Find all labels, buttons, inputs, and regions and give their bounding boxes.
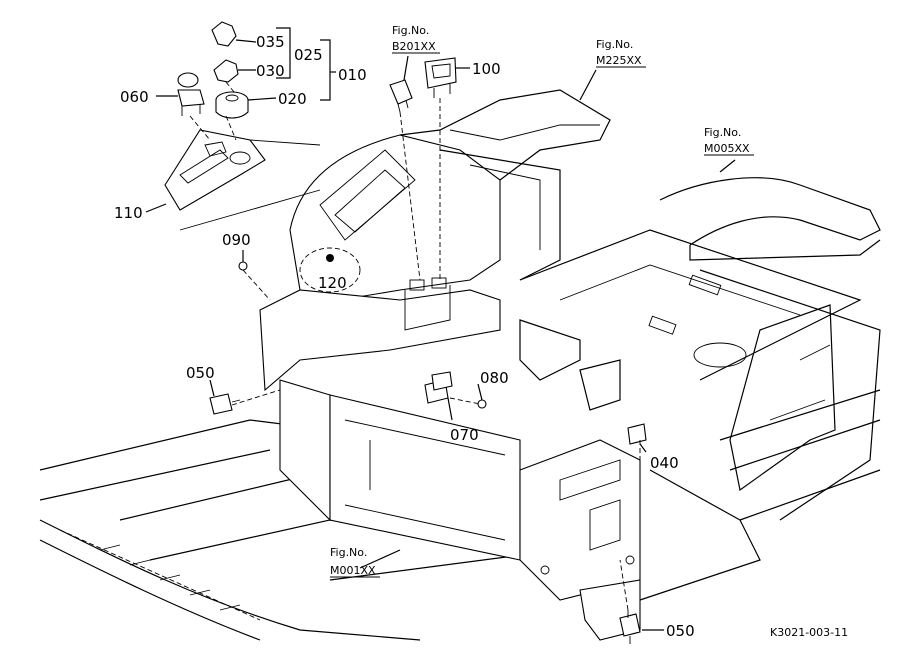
fig-ref-heading: Fig.No.	[330, 546, 367, 559]
label-050-left: 050	[186, 364, 215, 382]
fig-ref-code: M225XX	[596, 54, 642, 67]
label-100: 100	[472, 60, 501, 78]
label-050-bottom: 050	[666, 622, 695, 640]
label-035: 035	[256, 33, 285, 51]
fig-ref-m005: Fig.No. M005XX	[704, 126, 754, 156]
part-020	[215, 91, 249, 119]
part-035	[211, 21, 237, 47]
part-030	[213, 59, 239, 83]
part-labels: 035 030 025 010 020 060 110 090 120 050 …	[114, 33, 695, 640]
fig-ref-m001: Fig.No. M001XX	[330, 546, 380, 578]
fig-ref-b201: Fig.No. B201XX	[392, 24, 440, 54]
fig-ref-code: M005XX	[704, 142, 750, 155]
center-console-tunnel	[259, 89, 641, 641]
label-120: 120	[318, 274, 347, 292]
drawing-code: K3021-003-11	[770, 626, 848, 639]
part-b201-switch	[389, 79, 413, 113]
label-060: 060	[120, 88, 149, 106]
label-090: 090	[222, 231, 251, 249]
part-060	[177, 72, 205, 116]
label-025: 025	[294, 46, 323, 64]
part-040-relay	[627, 423, 647, 445]
leader-lines	[145, 39, 736, 631]
part-110-plate	[164, 129, 266, 211]
label-110: 110	[114, 204, 143, 222]
part-050-left	[209, 393, 241, 415]
fig-ref-heading: Fig.No.	[704, 126, 741, 139]
label-040: 040	[650, 454, 679, 472]
fig-ref-m225: Fig.No. M225XX	[596, 38, 646, 68]
label-030: 030	[256, 62, 285, 80]
label-080: 080	[480, 369, 509, 387]
part-050-bottom	[619, 610, 641, 644]
part-100-switch	[424, 57, 457, 98]
label-010: 010	[338, 66, 367, 84]
fig-ref-heading: Fig.No.	[596, 38, 633, 51]
group-brackets	[276, 27, 336, 101]
label-070: 070	[450, 426, 479, 444]
fig-ref-code: B201XX	[392, 40, 436, 53]
part-080-bolt	[477, 399, 487, 409]
label-020: 020	[278, 90, 307, 108]
fig-ref-code: M001XX	[330, 564, 376, 577]
fig-ref-heading: Fig.No.	[392, 24, 429, 37]
part-090-nut	[238, 261, 248, 271]
